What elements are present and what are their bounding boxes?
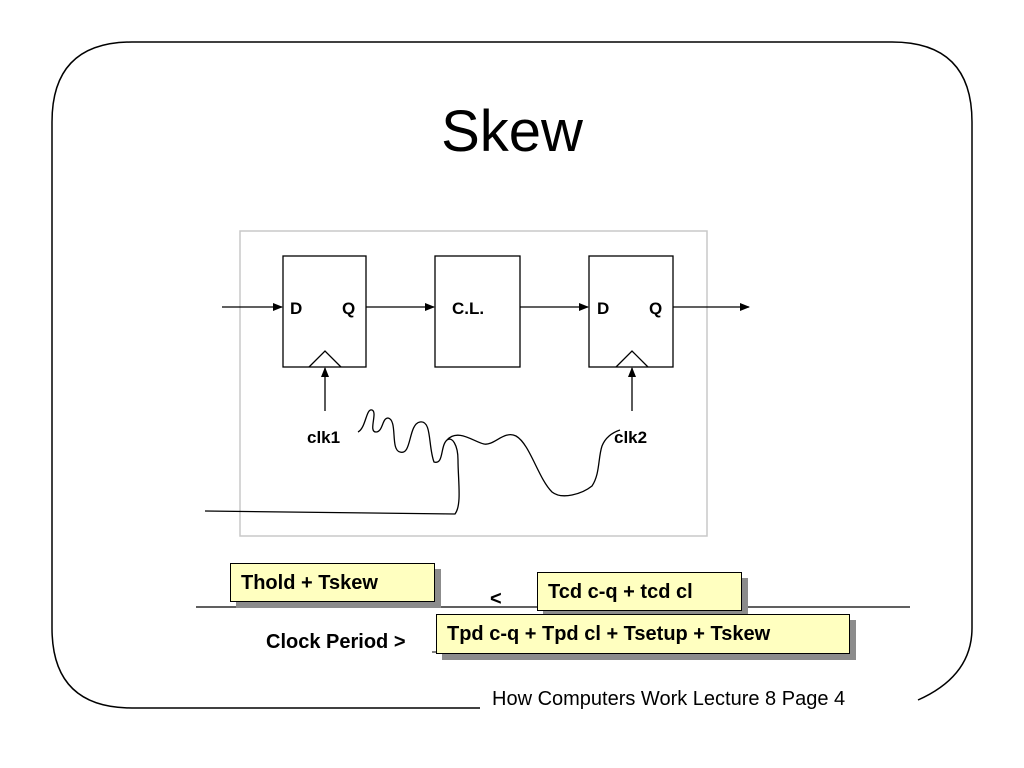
hold-rhs-box: Tcd c-q + tcd cl [537, 572, 742, 611]
flip-flop-2 [588, 255, 674, 368]
ff2-d-label: D [597, 299, 610, 318]
less-than-sign: < [490, 588, 502, 610]
slide-footer: How Computers Work Lecture 8 Page 4 [492, 688, 846, 710]
slide-title: Skew [441, 99, 583, 164]
diagram-border [239, 230, 708, 537]
ff2-q-label: Q [649, 299, 663, 318]
clock-triangle-icon [615, 350, 649, 368]
logic-label: C.L. [452, 299, 485, 318]
clock-period-label: Clock Period > [266, 631, 406, 653]
clk1-label: clk1 [307, 428, 341, 447]
flip-flop-1 [282, 255, 367, 368]
hold-lhs-box: Thold + Tskew [230, 563, 435, 602]
period-rhs-box: Tpd c-q + Tpd cl + Tsetup + Tskew [436, 614, 850, 654]
clock-wire [204, 409, 621, 515]
clk2-label: clk2 [614, 428, 648, 447]
ff1-q-label: Q [342, 299, 356, 318]
clock-triangle-icon [308, 350, 342, 368]
ff1-d-label: D [290, 299, 303, 318]
combinational-logic-block [434, 255, 521, 368]
